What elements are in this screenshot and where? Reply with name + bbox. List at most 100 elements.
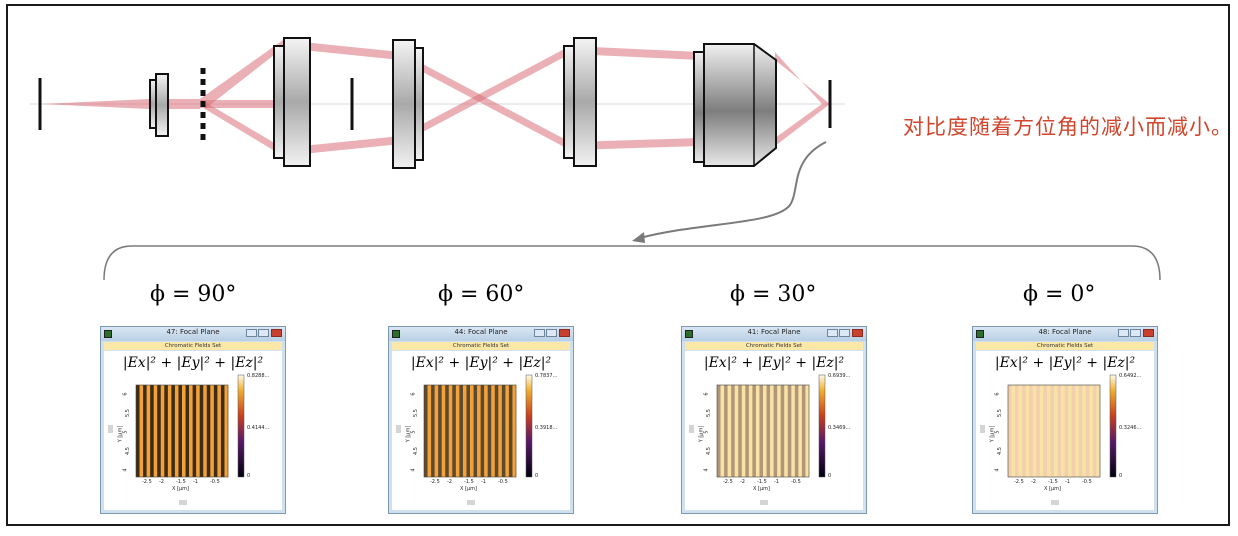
vertical-scroll-thumb[interactable]	[396, 425, 401, 433]
fringe-dark	[1071, 385, 1076, 477]
window-titlebar[interactable]: 41: Focal Plane	[682, 327, 866, 341]
fringe-dark	[1022, 385, 1026, 477]
lens-2	[392, 39, 416, 169]
fringe-bright	[434, 385, 439, 477]
fringe-bright	[777, 385, 781, 477]
close-icon[interactable]	[559, 329, 570, 337]
y-tick-label: 5.5	[124, 409, 131, 417]
x-tick-label: -1	[1065, 479, 1070, 485]
colorbar-value: 0	[1119, 473, 1123, 479]
colorbar-value: 0.3246...	[1119, 425, 1142, 431]
x-tick-label: -1.5	[464, 479, 474, 485]
minimize-icon[interactable]	[827, 329, 838, 337]
fringe-bright	[153, 385, 158, 477]
y-axis-label: Y [µm]	[117, 425, 124, 443]
objective-flange	[693, 51, 705, 163]
x-tick-label: -1	[193, 479, 198, 485]
fringe-bright	[512, 385, 517, 477]
fringe-bright	[491, 385, 496, 477]
lens-3	[573, 37, 597, 167]
intensity-plot	[396, 374, 533, 505]
fringe-dark	[724, 385, 728, 477]
window-titlebar[interactable]: 47: Focal Plane	[101, 327, 285, 341]
lens-small	[155, 73, 169, 137]
window-titlebar[interactable]: 44: Focal Plane	[389, 327, 573, 341]
lens-3-flange	[563, 45, 575, 159]
fringe-dark	[787, 385, 792, 477]
fringe-bright	[1018, 385, 1023, 477]
maximize-icon[interactable]	[839, 329, 850, 337]
x-tick-label: -1	[481, 479, 486, 485]
close-icon[interactable]	[852, 329, 863, 337]
fringe-bright	[441, 385, 446, 477]
x-tick-label: -1	[774, 479, 779, 485]
fringe-dark	[164, 385, 169, 477]
window-subtitle: Chromatic Fields Set	[104, 342, 282, 350]
colorbar	[818, 374, 826, 478]
fringe-dark	[766, 385, 771, 477]
fringe-bright	[1011, 385, 1016, 477]
x-tick-label: -0.5	[498, 479, 508, 485]
beam-focus-up	[775, 52, 830, 104]
window-titlebar[interactable]: 48: Focal Plane	[973, 327, 1157, 341]
phi-label: ϕ = 0°	[1023, 282, 1096, 307]
fringe-dark	[431, 385, 435, 477]
x-tick-label: -2	[1031, 479, 1036, 485]
intensity-equation: |Ex|² + |Ey|² + |Ez|²	[410, 355, 552, 371]
maximize-icon[interactable]	[1130, 329, 1141, 337]
vertical-scroll-thumb[interactable]	[689, 425, 694, 433]
y-tick-label: 6	[994, 392, 1001, 396]
colorbar-value: 0.4144...	[247, 425, 270, 431]
fringe-dark	[171, 385, 176, 477]
y-tick-label: 4	[410, 468, 417, 472]
horizontal-scroll-thumb[interactable]	[760, 500, 768, 505]
intensity-plot	[108, 374, 245, 505]
y-tick-label: 4.5	[124, 447, 131, 455]
colorbar-value: 0.6492...	[1119, 373, 1142, 379]
fringe-dark	[780, 385, 785, 477]
maximize-icon[interactable]	[258, 329, 269, 337]
fringe-bright	[763, 385, 767, 477]
fringe-dark	[213, 385, 218, 477]
y-tick-label: 5.5	[705, 409, 712, 417]
fringe-dark	[178, 385, 183, 477]
minimize-icon[interactable]	[246, 329, 257, 337]
colorbar	[525, 374, 533, 478]
x-tick-label: -0.5	[210, 479, 220, 485]
y-tick-label: 4.5	[412, 447, 419, 455]
phi-label: ϕ = 60°	[438, 282, 525, 307]
fringe-bright	[484, 385, 488, 477]
minimize-icon[interactable]	[1118, 329, 1129, 337]
window-subtitle: Chromatic Fields Set	[685, 342, 863, 350]
maximize-icon[interactable]	[546, 329, 557, 337]
horizontal-scroll-thumb[interactable]	[179, 500, 187, 505]
minimize-icon[interactable]	[534, 329, 545, 337]
fringe-dark	[1029, 385, 1034, 477]
y-tick-label: 6	[122, 392, 129, 396]
horizontal-scroll-thumb[interactable]	[467, 500, 475, 505]
vertical-scroll-thumb[interactable]	[980, 425, 985, 433]
close-icon[interactable]	[1143, 329, 1154, 337]
x-tick-label: -1.5	[176, 479, 186, 485]
fringe-dark	[1064, 385, 1069, 477]
fringe-dark	[1057, 385, 1062, 477]
close-icon[interactable]	[271, 329, 282, 337]
fringe-dark	[1043, 385, 1048, 477]
fringe-dark	[150, 385, 154, 477]
window-subtitle: Chromatic Fields Set	[976, 342, 1154, 350]
lens-1	[283, 37, 311, 167]
fringe-dark	[1092, 385, 1097, 477]
fringe-bright	[734, 385, 739, 477]
y-tick-label: 5	[122, 430, 129, 434]
colorbar-value: 0.7837...	[535, 373, 558, 379]
vertical-scroll-thumb[interactable]	[108, 425, 113, 433]
horizontal-scroll-thumb[interactable]	[1051, 500, 1059, 505]
fringe-bright	[174, 385, 179, 477]
window-title: 41: Focal Plane	[747, 328, 801, 336]
fringe-bright	[217, 385, 222, 477]
fringe-bright	[1025, 385, 1030, 477]
fringe-dark	[717, 385, 721, 477]
fringe-dark	[473, 385, 478, 477]
